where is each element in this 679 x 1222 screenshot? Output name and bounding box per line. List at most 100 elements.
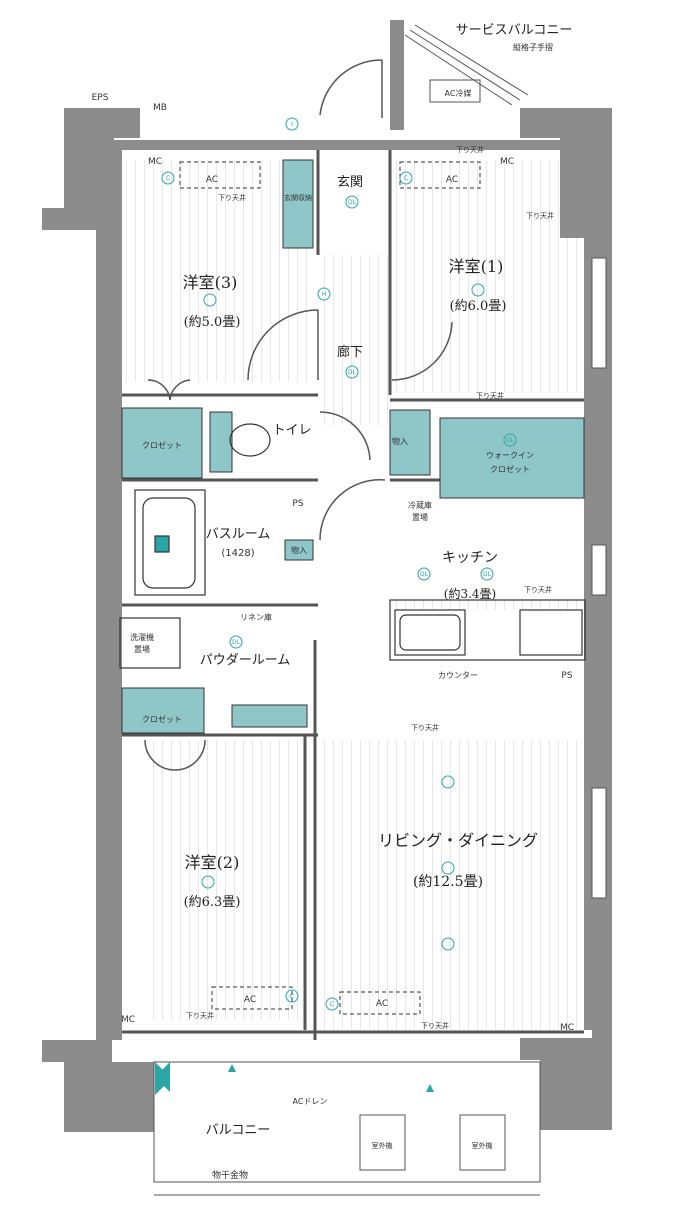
label-storage-2: 物入: [291, 545, 307, 555]
room-bath-size: (1428): [221, 548, 254, 559]
plumbing: [119, 423, 586, 669]
label-drop-ceiling-7: 下り天井: [186, 1011, 214, 1020]
label-drop-ceiling-1: 下り天井: [218, 193, 246, 202]
label-drop-ceiling-8: 下り天井: [421, 1021, 449, 1030]
room-kitchen-name: キッチン: [442, 550, 498, 566]
symbol-h: H: [317, 287, 331, 301]
label-clothes: 物干金物: [212, 1169, 248, 1181]
room-toilet: トイレ: [272, 423, 311, 438]
label-ps-bath: PS: [292, 499, 303, 509]
svg-text:H: H: [322, 291, 327, 298]
storage-kitchen: [389, 409, 431, 476]
room-western1-size: (約6.0畳): [450, 299, 507, 314]
label-counter: カウンター: [438, 671, 478, 680]
label-linen: リネン庫: [240, 612, 272, 622]
label-mc-3: MC: [148, 157, 162, 167]
ceiling-light-3: [203, 293, 217, 307]
room-western2-size: (約6.3畳): [184, 895, 241, 910]
label-ps-kitchen: PS: [561, 671, 572, 681]
label-walkin-closet: クロゼット: [490, 464, 530, 474]
walkin-closet: [439, 417, 585, 499]
label-fridge-2: 置場: [412, 512, 428, 522]
svg-text:I: I: [291, 121, 293, 128]
small-labels: EPS MB 縦格子手摺 AC AC AC AC MC MC MC MC PS …: [92, 42, 574, 1181]
symbol-dl-kitchen-2: DL: [480, 567, 494, 581]
closet-3: [121, 407, 203, 479]
symbol-c-ld: C: [325, 997, 339, 1011]
storage-bath: [284, 539, 314, 561]
symbol-dl-walkin: DL: [503, 433, 517, 447]
balcony-area: [153, 1061, 541, 1196]
room-entrance: 玄関: [337, 175, 363, 190]
label-ac-ld: AC: [376, 999, 388, 1009]
label-drop-ceiling-2: 下り天井: [456, 145, 484, 154]
label-ac-unit-2: 室外機: [472, 1141, 493, 1150]
svg-text:DL: DL: [483, 571, 492, 578]
symbol-dl-powder: DL: [229, 635, 243, 649]
fixtures: [121, 159, 585, 1015]
svg-text:DL: DL: [348, 199, 357, 206]
label-mc-1: MC: [500, 157, 514, 167]
room-western2-name: 洋室(2): [185, 853, 240, 872]
room-western3-name: 洋室(3): [183, 273, 238, 292]
symbol-dl-kitchen-1: DL: [417, 567, 431, 581]
symbol-dl-hall: DL: [345, 365, 359, 379]
room-powder: パウダールーム: [200, 653, 291, 668]
ceiling-light-1: [471, 283, 485, 297]
svg-text:DL: DL: [420, 571, 429, 578]
label-shoe: 玄関収納: [284, 193, 312, 202]
label-mc-ld: MC: [560, 1023, 574, 1033]
interior-walls: [122, 150, 584, 1040]
symbol-c-2: C: [285, 989, 299, 1003]
label-fridge-1: 冷蔵庫: [408, 500, 432, 510]
label-drop-ceiling-4: 下り天井: [476, 391, 504, 400]
symbol-dl-entrance: DL: [345, 195, 359, 209]
label-drop-ceiling-3: 下り天井: [526, 211, 554, 220]
label-ac-1: AC: [446, 175, 458, 185]
svg-text:C: C: [330, 1001, 334, 1008]
svg-text:DL: DL: [348, 369, 357, 376]
svg-text:C: C: [166, 175, 170, 182]
room-western3-size: (約5.0畳): [184, 315, 241, 330]
room-bath-name: バスルーム: [206, 527, 271, 542]
room-balcony: バルコニー: [206, 1123, 271, 1138]
label-drop-ceiling-5: 下り天井: [524, 585, 552, 594]
room-living-name: リビング・ダイニング: [378, 831, 538, 850]
svg-text:DL: DL: [506, 437, 515, 444]
room-hallway: 廊下: [337, 344, 363, 360]
label-mb: MB: [153, 103, 167, 113]
ceiling-light-ld-1: [441, 775, 455, 789]
shoe-cabinet: [282, 159, 314, 249]
label-mc-2: MC: [121, 1015, 135, 1025]
label-storage-1: 物入: [392, 436, 408, 446]
label-ac-2: AC: [244, 995, 256, 1005]
symbol-c-1: C: [399, 171, 413, 185]
room-living-size: (約12.5畳): [413, 874, 483, 890]
label-handrail: 縦格子手摺: [513, 42, 553, 52]
ceiling-light-ld-3: [441, 937, 455, 951]
label-drain: ACドレン: [293, 1097, 328, 1106]
room-service-balcony: サービスバルコニー: [456, 23, 573, 38]
svg-text:C: C: [290, 993, 294, 1000]
label-washer-2: 置場: [134, 644, 150, 654]
service-balcony-rails: [404, 24, 529, 106]
room-kitchen-size: (約3.4畳): [444, 586, 496, 601]
ceiling-light-2: [201, 875, 215, 889]
svg-text:DL: DL: [232, 639, 241, 646]
doors: [144, 59, 453, 771]
windows: [591, 257, 607, 899]
label-ac-3: AC: [206, 175, 218, 185]
label-drop-ceiling-6: 下り天井: [411, 723, 439, 732]
svg-text:C: C: [404, 175, 408, 182]
symbols: DL DL DL DL DL DL C C C C H I: [161, 117, 517, 1011]
floors: [120, 160, 593, 1030]
symbol-i: I: [285, 117, 299, 131]
label-ac-hole: AC冷媒: [445, 88, 472, 98]
label-ac-unit-1: 室外機: [372, 1141, 393, 1150]
label-eps: EPS: [92, 93, 109, 103]
label-walkin: ウォークイン: [486, 451, 534, 460]
symbol-c-3: C: [161, 171, 175, 185]
room-labels: 洋室(3) (約5.0畳) 洋室(1) (約6.0畳) 玄関 廊下 トイレ バス…: [183, 23, 573, 1138]
room-western1-name: 洋室(1): [449, 257, 504, 276]
